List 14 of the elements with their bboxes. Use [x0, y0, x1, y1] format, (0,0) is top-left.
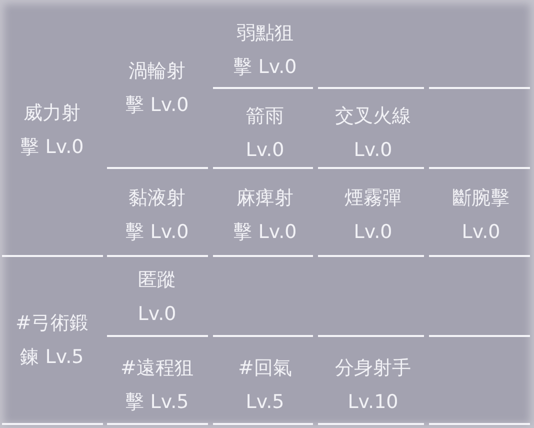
skill-label: #回氣 Lv.5: [237, 356, 293, 415]
skill-label: 威力射擊 Lv.0: [19, 101, 85, 160]
skill-label: 斷腕擊 Lv.0: [452, 186, 510, 245]
skill-label: 渦輪射擊 Lv.0: [124, 59, 190, 118]
skill-label: 箭雨 Lv.0: [244, 104, 286, 163]
skill-label: #遠程狙擊 Lv.5: [120, 356, 194, 415]
skill-label: 煙霧彈 Lv.0: [344, 186, 402, 245]
skill-label: 弱點狙擊 Lv.0: [232, 21, 298, 80]
skill-label: #弓術鍛鍊 Lv.5: [14, 311, 90, 370]
skill-label: 黏液射擊 Lv.0: [124, 186, 190, 245]
skill-label: 匿蹤 Lv.0: [136, 268, 178, 327]
skill-label: 麻痺射擊 Lv.0: [232, 186, 298, 245]
skill-label: 交叉火線 Lv.0: [334, 104, 412, 163]
skill-label: 分身射手 Lv.10: [334, 356, 412, 415]
